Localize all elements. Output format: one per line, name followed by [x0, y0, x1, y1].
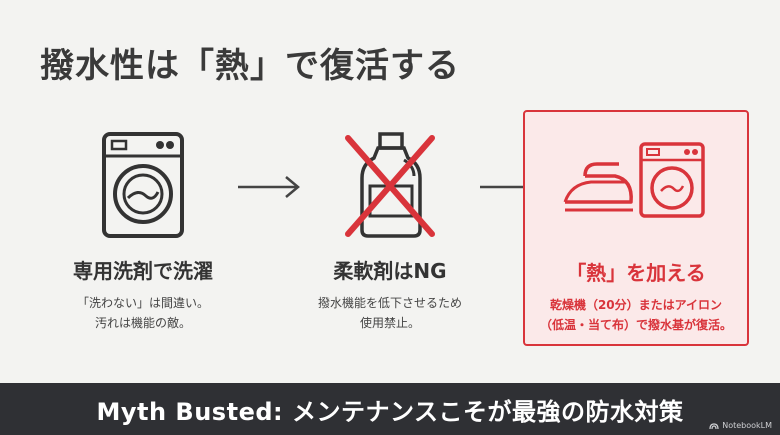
- notebooklm-logo-icon: [709, 422, 719, 429]
- step-description: 撥水機能を低下させるため 使用禁止。: [317, 296, 462, 330]
- iron-and-dryer-icon: [525, 140, 747, 258]
- step-heading: 専用洗剤で洗濯: [73, 259, 213, 283]
- arrow-right-icon: [238, 176, 300, 198]
- step-heading: 「熱」を加える: [566, 261, 706, 285]
- footer-text: Myth Busted: メンテナンスこそが最強の防水対策: [96, 397, 684, 426]
- brand-label: NotebookLM: [722, 421, 772, 430]
- step-apply-heat: 「熱」を加える 乾燥機（20分）またはアイロン （低温・当て布）で撥水基が復活。: [523, 110, 749, 346]
- page-title: 撥水性は「熱」で復活する: [40, 46, 460, 86]
- step-wash: 専用洗剤で洗濯 「洗わない」は間違い。 汚れは機能の敵。: [28, 110, 258, 346]
- brand-watermark: NotebookLM: [709, 421, 772, 430]
- step-no-softener: 柔軟剤はNG 撥水機能を低下させるため 使用禁止。: [275, 110, 505, 346]
- step-heading: 柔軟剤はNG: [333, 259, 447, 283]
- washing-machine-icon: [28, 130, 258, 248]
- step-description: 「洗わない」は間違い。 汚れは機能の敵。: [76, 296, 209, 330]
- footer-banner: Myth Busted: メンテナンスこそが最強の防水対策 NotebookLM: [0, 383, 780, 435]
- step-description: 乾燥機（20分）またはアイロン （低温・当て布）で撥水基が復活。: [539, 298, 732, 332]
- crossed-out-softener-bottle-icon: [275, 130, 505, 248]
